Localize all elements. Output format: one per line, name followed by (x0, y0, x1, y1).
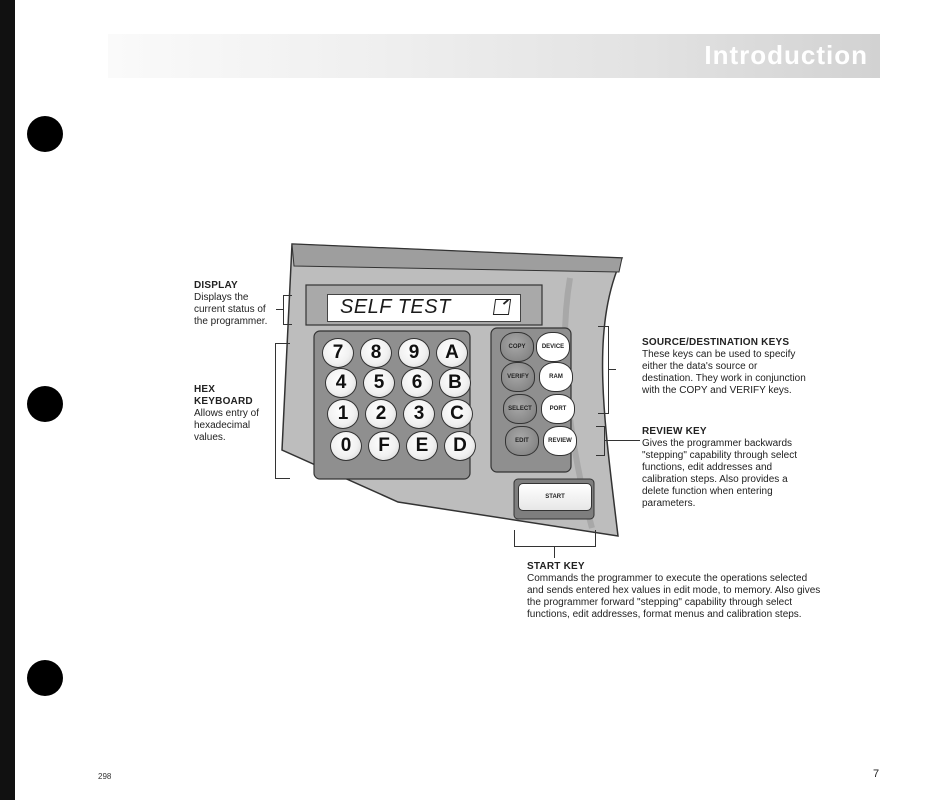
display-screen: SELF TEST (327, 294, 521, 322)
review-key-body: Gives the programmer backwards "stepping… (642, 438, 797, 509)
device-key[interactable]: DEVICE (536, 332, 570, 362)
source-destination-callout: SOURCE/DESTINATION KEYS These keys can b… (642, 337, 810, 397)
review-key-title: REVIEW KEY (642, 426, 707, 437)
edit-key[interactable]: EDIT (505, 426, 539, 456)
display-screen-text: SELF TEST (340, 296, 451, 318)
copy-key[interactable]: COPY (500, 332, 534, 362)
verify-key[interactable]: VERIFY (501, 362, 535, 392)
select-key[interactable]: SELECT (503, 394, 537, 424)
display-leader (276, 309, 283, 310)
hex-keyboard-callout-body: Allows entry of hexadecimal values. (194, 408, 260, 443)
review-bracket (596, 426, 605, 456)
source-destination-body: These keys can be used to specify either… (642, 349, 806, 396)
start-key-callout: START KEY Commands the programmer to exe… (527, 561, 823, 621)
port-key[interactable]: PORT (541, 394, 575, 424)
hex-key-3[interactable]: 3 (403, 399, 435, 429)
display-callout: DISPLAY Displays the current status of t… (194, 280, 274, 328)
source-destination-title: SOURCE/DESTINATION KEYS (642, 337, 790, 348)
punch-hole-middle (27, 386, 63, 422)
punch-hole-bottom (27, 660, 63, 696)
review-key[interactable]: REVIEW (543, 426, 577, 456)
hex-key-8[interactable]: 8 (360, 338, 392, 368)
hex-keyboard-callout: HEX KEYBOARD Allows entry of hexadecimal… (194, 384, 272, 444)
edit-icon (492, 299, 512, 315)
display-callout-title: DISPLAY (194, 280, 238, 291)
punch-hole-top (27, 116, 63, 152)
hex-key-4[interactable]: 4 (325, 368, 357, 398)
hex-key-5[interactable]: 5 (363, 368, 395, 398)
hex-key-d[interactable]: D (444, 431, 476, 461)
hex-keyboard-bracket (275, 343, 290, 479)
hex-key-7[interactable]: 7 (322, 338, 354, 368)
hex-keyboard-callout-title: HEX KEYBOARD (194, 384, 253, 407)
hex-key-c[interactable]: C (441, 399, 473, 429)
source-destination-bracket (598, 326, 609, 414)
review-leader (604, 440, 640, 441)
display-bracket (283, 295, 292, 325)
start-key-body: Commands the programmer to execute the o… (527, 573, 821, 620)
hex-key-2[interactable]: 2 (365, 399, 397, 429)
hex-key-e[interactable]: E (406, 431, 438, 461)
review-key-callout: REVIEW KEY Gives the programmer backward… (642, 426, 814, 510)
start-key[interactable]: START (518, 483, 592, 511)
start-key-title: START KEY (527, 561, 585, 572)
hex-key-0[interactable]: 0 (330, 431, 362, 461)
header-title: Introduction (704, 40, 868, 70)
binder-edge (0, 0, 15, 800)
source-destination-leader (608, 369, 616, 370)
page-code: 298 (98, 772, 112, 781)
start-leader (554, 546, 555, 558)
page-number: 7 (873, 768, 880, 780)
hex-key-6[interactable]: 6 (401, 368, 433, 398)
hex-key-b[interactable]: B (439, 368, 471, 398)
ram-key[interactable]: RAM (539, 362, 573, 392)
header-band: Introduction (108, 34, 880, 78)
display-callout-body: Displays the current status of the progr… (194, 292, 268, 327)
start-bracket (514, 530, 596, 547)
hex-key-a[interactable]: A (436, 338, 468, 368)
hex-key-9[interactable]: 9 (398, 338, 430, 368)
hex-key-f[interactable]: F (368, 431, 400, 461)
hex-key-1[interactable]: 1 (327, 399, 359, 429)
